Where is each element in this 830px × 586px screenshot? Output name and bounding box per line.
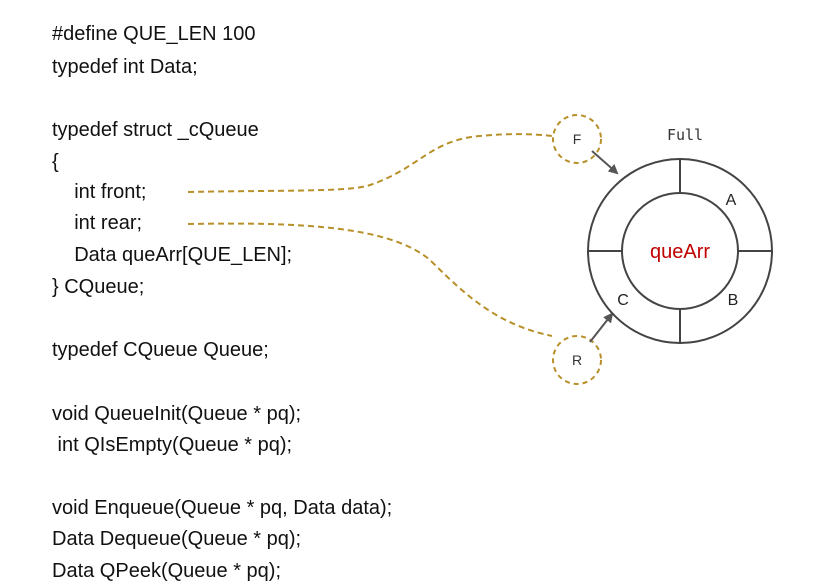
code-line-front-field: int front; bbox=[52, 181, 147, 203]
slot-c-label: C bbox=[617, 292, 629, 309]
slot-b-label: B bbox=[728, 292, 739, 309]
rear-marker-label: R bbox=[572, 352, 582, 368]
code-line-rear-field: int rear; bbox=[52, 212, 143, 234]
front-pointer-marker: F bbox=[552, 114, 602, 164]
code-line-struct-header: typedef struct _cQueue bbox=[52, 119, 259, 141]
code-line-close-brace: } CQueue; bbox=[52, 276, 145, 298]
front-arrow bbox=[591, 150, 619, 175]
code-line-quearr-field: Data queArr[QUE_LEN]; bbox=[52, 244, 293, 266]
rear-pointer-marker: R bbox=[552, 335, 602, 385]
code-line-enqueue: void Enqueue(Queue * pq, Data data); bbox=[52, 497, 393, 519]
code-line-qpeek: Data QPeek(Queue * pq); bbox=[52, 560, 282, 582]
rear-connector-line bbox=[187, 222, 553, 337]
queue-array-label: queArr bbox=[650, 241, 710, 263]
front-connector-line bbox=[187, 133, 553, 193]
slot-a-label: A bbox=[726, 192, 737, 209]
code-line-dequeue: Data Dequeue(Queue * pq); bbox=[52, 528, 302, 550]
code-line-qisempty: int QIsEmpty(Queue * pq); bbox=[52, 434, 293, 456]
circular-queue: queArr A B C bbox=[587, 158, 773, 344]
code-line-typedef-data: typedef int Data; bbox=[52, 56, 198, 78]
code-line-open-brace: { bbox=[52, 151, 59, 173]
code-line-typedef-queue: typedef CQueue Queue; bbox=[52, 339, 269, 361]
code-line-define: #define QUE_LEN 100 bbox=[52, 23, 256, 45]
queue-status-label: Full bbox=[667, 126, 703, 144]
rear-arrow bbox=[589, 312, 614, 343]
front-marker-label: F bbox=[573, 131, 582, 147]
code-line-queue-init: void QueueInit(Queue * pq); bbox=[52, 403, 302, 425]
